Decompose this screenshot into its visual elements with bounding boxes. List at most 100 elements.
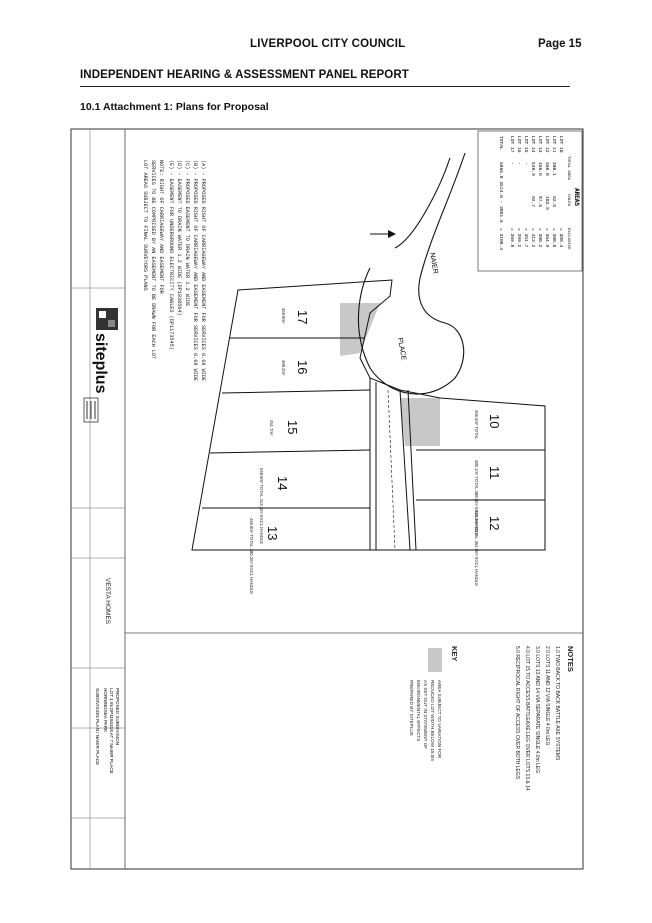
key: KEY AREA SUBJECT TO VARIATION FOR REDUCE… [409, 646, 459, 761]
svg-text:468.8: 468.8 [544, 162, 550, 176]
svg-text:92.6: 92.6 [551, 196, 557, 207]
svg-text:(D) - EASEMENT TO DRAIN WATE: (D) - EASEMENT TO DRAIN WATER 1.2 WIDE (… [176, 160, 182, 316]
svg-text:LOT 10: LOT 10 [558, 136, 564, 153]
svg-text:= 413.2: = 413.2 [530, 228, 536, 248]
svg-text:REDUCED LOT WIDTH BELOW 15.0m: REDUCED LOT WIDTH BELOW 15.0m [430, 680, 435, 761]
lot-14: 14 [275, 476, 290, 490]
lot-area-labels: 369.8m² 399.2m² 451.7m² 548.9m² TOTAL 41… [249, 308, 479, 594]
svg-text:CNLEG: CNLEG [566, 194, 570, 207]
key-swatch [428, 648, 442, 672]
table-row: LOT 17 - = 369.8 [509, 136, 515, 248]
svg-text:= 380.2: = 380.2 [537, 228, 543, 248]
svg-text:AREA SUBJECT TO VARIATION FOR: AREA SUBJECT TO VARIATION FOR [437, 680, 442, 759]
lot-11: 11 [487, 466, 502, 480]
page-number: Page 15 [538, 38, 582, 50]
svg-text:TOTAL AREA: TOTAL AREA [566, 156, 570, 181]
header-rule [80, 86, 570, 87]
north-arrow-icon [370, 230, 396, 238]
table-row: LOT 13 466.8 87.6 = 380.2 [537, 136, 543, 248]
svg-text:-: - [523, 162, 528, 165]
svg-text:NAIER: NAIER [428, 252, 439, 274]
svg-text:(C) - PROPOSED EASEMENT TO D: (C) - PROPOSED EASEMENT TO DRAIN WATER 1… [184, 160, 190, 306]
svg-text:LOT 11: LOT 11 [551, 136, 557, 153]
lot-17: 17 [295, 310, 310, 324]
svg-text:= 364.9: = 364.9 [544, 228, 550, 248]
svg-text:= 3108.4: = 3108.4 [498, 228, 504, 250]
road-name: NAIER PLACE [396, 252, 439, 361]
svg-text:399.2m²: 399.2m² [281, 360, 286, 376]
svg-text:EXCLUSIVE: EXCLUSIVE [566, 228, 570, 250]
svg-text:2.0 LOTS 11 AND 12 VIA SINGL: 2.0 LOTS 11 AND 12 VIA SINGLE 4.0m LEG [544, 646, 550, 746]
svg-text:5.0 RECIPROCAL RIGHT OF ACCE: 5.0 RECIPROCAL RIGHT OF ACCESS OVER BOTH… [514, 646, 520, 780]
table-row: LOT 15 - = 451.7 [523, 136, 529, 248]
report-title: INDEPENDENT HEARING & ASSESSMENT PANEL R… [80, 69, 409, 81]
svg-text:LOT 1 IN DP1184318 AT 7 NAIER: LOT 1 IN DP1184318 AT 7 NAIER PLACE [109, 688, 114, 774]
council-name: LIVERPOOL CITY COUNCIL [250, 38, 406, 50]
table-row: LOT 11 480.1 92.6 = 380.8 [551, 136, 557, 248]
svg-text:466.8m² TOTAL 380.2m² EXCL HAN: 466.8m² TOTAL 380.2m² EXCL HANDLE [249, 518, 254, 594]
lot-numbers: 17 16 15 14 13 10 11 12 [265, 310, 502, 540]
svg-text:SUBDIVISION PLAN / NAIER PLACE: SUBDIVISION PLAN / NAIER PLACE [95, 688, 100, 765]
easement-legend: (A) - PROPOSED RIGHT OF CARRIAGEWAY AND … [142, 160, 206, 381]
lot-16: 16 [295, 360, 310, 374]
svg-text:4.0 LOT 15 TO ACCESS BATTLEA: 4.0 LOT 15 TO ACCESS BATTLEAXE LEG OVER … [524, 646, 530, 791]
table-row: LOT 12 468.8 103.9 = 364.9 [544, 136, 550, 248]
table-row: TOTAL 5865.8 3514.8 - 3051.6 = 3108.4 [498, 136, 504, 250]
svg-text:LOT 12: LOT 12 [544, 136, 550, 153]
svg-text:TOTAL: TOTAL [498, 136, 504, 150]
svg-text:= 380.8: = 380.8 [551, 228, 557, 248]
svg-text:548.9m² TOTAL 413.2m² EXCL HAN: 548.9m² TOTAL 413.2m² EXCL HANDLE [259, 468, 264, 544]
svg-text:PLACE: PLACE [396, 337, 407, 361]
hatched-area [340, 303, 440, 446]
svg-text:(B) - PROPOSED RIGHT OF CARR: (B) - PROPOSED RIGHT OF CARRIAGEWAY AND … [192, 160, 198, 381]
svg-text:3.0 LOTS 13 AND 14 VIA SEPAR: 3.0 LOTS 13 AND 14 VIA SEPARATE SINGLE 4… [534, 646, 540, 773]
lot-15: 15 [285, 420, 300, 434]
table-row: LOT 14 548.9 92.7 = 413.2 [530, 136, 536, 248]
svg-text:548.9: 548.9 [530, 162, 536, 176]
svg-text:LOT 14: LOT 14 [530, 136, 536, 153]
title-block: siteplus VESTA HOMES PROPOSED SUBDIVISIO… [71, 129, 126, 869]
svg-text:LOT 16: LOT 16 [516, 136, 522, 153]
svg-text:92.7: 92.7 [530, 196, 536, 207]
table-row: LOT 10 = 388.4 [558, 136, 564, 248]
svg-text:1.0 TWO BACK TO BACK BATTLE: 1.0 TWO BACK TO BACK BATTLE AXE SYSTEMS [554, 646, 560, 761]
svg-text:= 388.4: = 388.4 [558, 228, 564, 248]
project-title: PROPOSED SUBDIVISION LOT 1 IN DP1184318 … [95, 688, 120, 774]
svg-text:= 369.8: = 369.8 [509, 228, 515, 248]
lot-10: 10 [487, 414, 502, 428]
svg-text:480.1: 480.1 [551, 162, 557, 176]
svg-text:-: - [509, 162, 514, 165]
svg-text:-: - [516, 162, 521, 165]
svg-text:AS SET OUT IN STATEMENT OF: AS SET OUT IN STATEMENT OF [423, 680, 428, 749]
svg-text:NOTES: NOTES [566, 646, 575, 672]
svg-text:LOT 13: LOT 13 [537, 136, 543, 153]
attachment-title: 10.1 Attachment 1: Plans for Proposal [80, 101, 269, 113]
svg-text:= 399.2: = 399.2 [516, 228, 522, 248]
svg-text:ENVIRONMENTAL EFFECTS: ENVIRONMENTAL EFFECTS [416, 680, 421, 741]
svg-text:87.6: 87.6 [537, 196, 543, 207]
svg-text:PROPOSED SUBDIVISION: PROPOSED SUBDIVISION [115, 688, 120, 745]
lot-12: 12 [487, 516, 502, 530]
svg-text:LOT 17: LOT 17 [509, 136, 515, 153]
svg-text:451.7m²: 451.7m² [269, 420, 274, 436]
svg-text:= 451.7: = 451.7 [523, 228, 529, 248]
siteplus-logo-text: siteplus [92, 333, 109, 394]
lot-13: 13 [265, 526, 280, 540]
subdivision-plan: siteplus VESTA HOMES PROPOSED SUBDIVISIO… [70, 128, 584, 870]
naier-place-road [357, 152, 466, 395]
svg-text:(E) - EASEMENT FOR UNDERGROU: (E) - EASEMENT FOR UNDERGROUND ELECTRICI… [168, 160, 174, 350]
svg-text:AREAS: AREAS [573, 188, 580, 206]
svg-text:366.6m² TOTAL: 366.6m² TOTAL [474, 410, 479, 440]
svg-text:PREPARED BY SITEPLUS: PREPARED BY SITEPLUS [409, 680, 414, 736]
svg-text:LOT 15: LOT 15 [523, 136, 529, 153]
svg-text:369.8m²: 369.8m² [281, 308, 286, 324]
client-name: VESTA HOMES [104, 578, 111, 625]
sheet-border [70, 128, 584, 870]
svg-text:466.8: 466.8 [537, 162, 543, 176]
svg-text:SERVICES TO BE COMPRISED BY AN: SERVICES TO BE COMPRISED BY AN EASEMENT … [150, 160, 156, 359]
svg-text:LOT AREAS SUBJECT TO FINAL SUR: LOT AREAS SUBJECT TO FINAL SURVEYORS PLA… [142, 160, 148, 291]
svg-text:5865.8 3514.8 - 3051.6: 5865.8 3514.8 - 3051.6 [498, 162, 504, 223]
svg-text:468.8m² TOTAL 364.9m² EXCL HAN: 468.8m² TOTAL 364.9m² EXCL HANDLE [474, 510, 479, 586]
table-row: LOT 16 - = 399.2 [516, 136, 522, 248]
svg-text:103.9: 103.9 [544, 196, 550, 210]
